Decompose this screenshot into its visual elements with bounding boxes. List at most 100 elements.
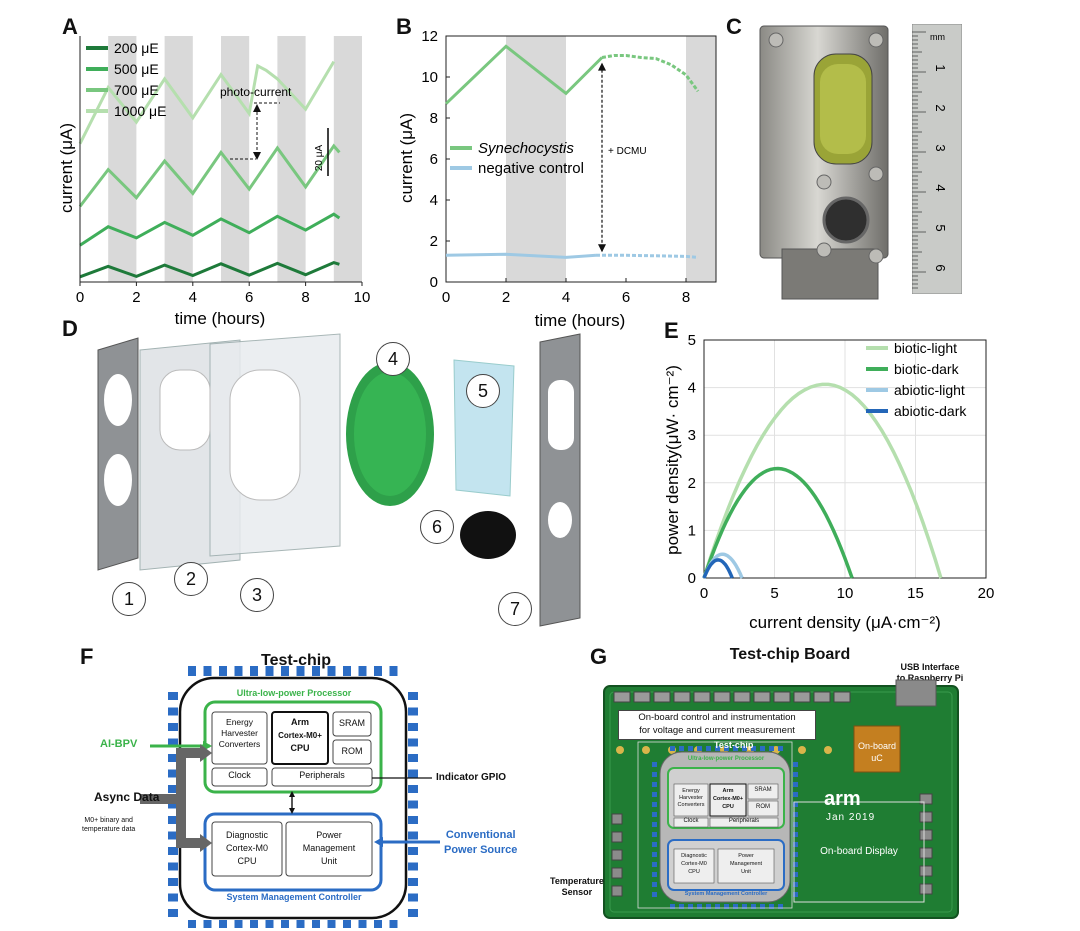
test-chip-title: Test-chip bbox=[261, 652, 331, 669]
board-clock: Clock bbox=[683, 818, 699, 824]
series-line-e-3 bbox=[702, 558, 734, 579]
axis-label-x-a: time (hours) bbox=[175, 309, 266, 328]
tick-label-y-e: 0 bbox=[688, 570, 696, 587]
indicator-gpio-label: Indicator GPIO bbox=[436, 772, 507, 783]
tick-label-x-e: 5 bbox=[770, 585, 778, 602]
series-line-b-dcmu-1 bbox=[596, 253, 699, 259]
legend-label-e-2: abiotic-light bbox=[894, 382, 965, 398]
series-line-e-1 bbox=[702, 466, 854, 579]
scale-bar-label: 20 μA bbox=[314, 145, 325, 172]
ruler-label: 4 bbox=[933, 184, 948, 191]
ruler-unit: mm bbox=[930, 32, 945, 42]
dark-period-b-0 bbox=[506, 36, 566, 282]
tick-label-x-e: 15 bbox=[907, 585, 924, 602]
tick-label-x-b: 0 bbox=[442, 289, 450, 306]
device-photo bbox=[752, 24, 900, 302]
async-data-label: Async Data bbox=[94, 790, 160, 804]
ruler-label: 2 bbox=[933, 104, 948, 111]
board-smc-label: System Management Controller bbox=[684, 891, 768, 897]
panel-label-f: F bbox=[80, 644, 94, 669]
part-label-3: 3 bbox=[240, 578, 274, 612]
legend-label-e-3: abiotic-dark bbox=[894, 403, 967, 419]
board-testchip-label: Test-chip bbox=[714, 740, 754, 750]
onboard-display-label: On-board Display bbox=[820, 846, 898, 857]
panel-label-g: G bbox=[590, 644, 608, 669]
panel-label-c: C bbox=[726, 14, 742, 39]
tick-label-x-b: 8 bbox=[682, 289, 690, 306]
series-line-a-1 bbox=[79, 212, 341, 247]
tick-label-y-e: 2 bbox=[688, 475, 696, 492]
exploded-view: 1 2 3 4 5 6 7 bbox=[90, 330, 650, 630]
arm-logo: arm bbox=[824, 788, 861, 810]
peripherals-block: Peripherals bbox=[299, 770, 345, 780]
clock-block: Clock bbox=[228, 770, 251, 780]
rom-block: ROM bbox=[341, 746, 363, 756]
tick-label-x-a: 4 bbox=[189, 289, 197, 306]
legend-label-a-0: 200 μE bbox=[114, 40, 159, 56]
tick-label-y-e: 5 bbox=[688, 332, 696, 349]
part-label-5: 5 bbox=[466, 374, 500, 408]
tick-label-y-b: 4 bbox=[430, 192, 438, 209]
energy-harvester-block: Energy Harvester Converters bbox=[218, 717, 261, 749]
tick-label-x-b: 2 bbox=[502, 289, 510, 306]
axis-label-x-e: current density (μA·cm⁻²) bbox=[749, 613, 941, 632]
tick-label-x-a: 2 bbox=[132, 289, 140, 306]
dark-period-0 bbox=[108, 36, 137, 282]
tick-label-x-e: 10 bbox=[837, 585, 854, 602]
legend-label-b-1: negative control bbox=[478, 160, 584, 177]
series-line-a-0 bbox=[79, 261, 340, 279]
smc-label: System Management Controller bbox=[226, 892, 362, 902]
dark-period-4 bbox=[333, 36, 362, 282]
board-sram: SRAM bbox=[754, 787, 772, 793]
ruler-label: 1 bbox=[933, 64, 948, 71]
board-rom: ROM bbox=[756, 804, 770, 810]
photo-current-label: photo-current bbox=[220, 85, 292, 99]
tick-label-y-b: 6 bbox=[430, 151, 438, 168]
series-line-e-0 bbox=[702, 382, 943, 579]
series-line-b-1 bbox=[445, 252, 597, 259]
tick-label-y-e: 1 bbox=[688, 522, 696, 539]
processor-label: Ultra-low-power Processor bbox=[236, 688, 352, 698]
aibpv-label: AI-BPV bbox=[100, 738, 138, 750]
board-date: Jan 2019 bbox=[826, 812, 876, 823]
axis-label-x-b: time (hours) bbox=[535, 311, 626, 330]
tick-label-y-b: 8 bbox=[430, 110, 438, 127]
dcmu-label: + DCMU bbox=[608, 146, 647, 157]
dark-period-1 bbox=[164, 36, 193, 282]
board-peripherals: Peripherals bbox=[728, 818, 760, 824]
legend-label-a-2: 700 μE bbox=[114, 82, 159, 98]
panel-label-d: D bbox=[62, 316, 78, 341]
tick-label-y-b: 0 bbox=[430, 274, 438, 291]
part-label-6: 6 bbox=[420, 510, 454, 544]
legend-label-a-3: 1000 μE bbox=[114, 103, 166, 119]
panel-label-a: A bbox=[62, 14, 78, 39]
panel-label-b: B bbox=[396, 14, 412, 39]
ruler-label: 6 bbox=[933, 264, 948, 271]
tick-label-y-e: 3 bbox=[688, 427, 696, 444]
sram-block: SRAM bbox=[338, 718, 365, 728]
axis-label-y-a: current (μA) bbox=[57, 123, 76, 213]
tick-label-x-b: 4 bbox=[562, 289, 570, 306]
tick-label-y-b: 12 bbox=[421, 28, 438, 45]
legend-label-e-0: biotic-light bbox=[894, 340, 957, 356]
tick-label-y-b: 10 bbox=[421, 69, 438, 86]
series-line-a-3 bbox=[78, 60, 336, 145]
panel-label-e: E bbox=[664, 318, 679, 343]
legend-label-b-0: Synechocystis bbox=[478, 140, 574, 157]
board-energy-block: Energy Harvester Converters bbox=[677, 788, 705, 808]
series-line-b-dcmu-0 bbox=[601, 54, 700, 93]
dark-period-3 bbox=[277, 36, 306, 282]
ruler-label: 3 bbox=[933, 144, 948, 151]
series-line-a-2 bbox=[78, 143, 341, 208]
